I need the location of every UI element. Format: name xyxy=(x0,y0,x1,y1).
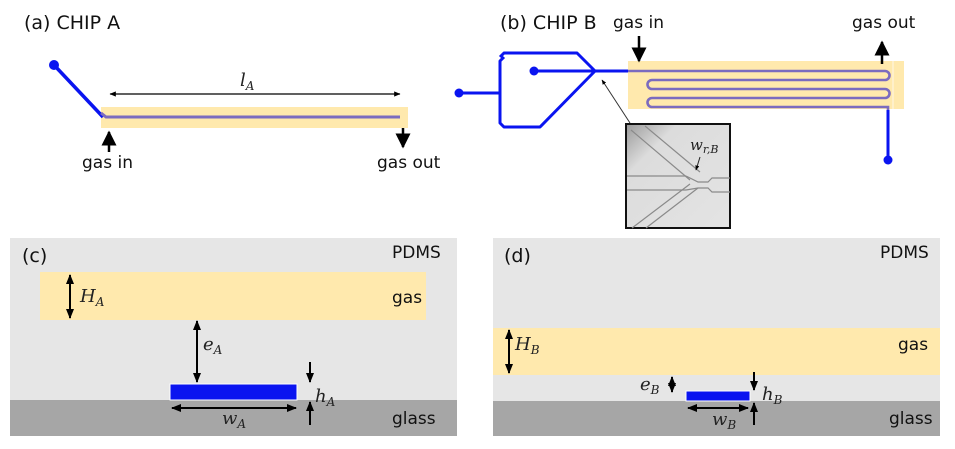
panel-d-cross-section-b: (d) PDMS gas glass HB eB hB wB xyxy=(493,238,940,436)
gas-out-label: gas out xyxy=(852,13,916,33)
pdms-layer xyxy=(493,238,940,401)
pdms-label: PDMS xyxy=(392,243,441,263)
electrode xyxy=(169,383,298,401)
length-label: lA xyxy=(240,70,255,93)
electrode-lead xyxy=(52,63,105,119)
inset-pointer-arrow xyxy=(601,79,631,124)
electrode-width-label: wB xyxy=(712,409,736,432)
inset-width-arrow xyxy=(695,156,701,171)
panel-b-title: (b) CHIP B xyxy=(500,12,597,34)
electrode-width-label: wA xyxy=(222,408,246,431)
electrode-pad xyxy=(49,60,59,70)
electrode-height-label: hA xyxy=(315,386,336,409)
electrode-pad-inner xyxy=(529,66,539,76)
electrode xyxy=(685,390,751,402)
height-gas-label: HA xyxy=(79,286,105,309)
liquid-channel xyxy=(100,111,400,119)
inset-label: wr,B xyxy=(690,136,718,156)
gas-out-label: gas out xyxy=(377,153,441,173)
panel-d-title: (d) xyxy=(504,245,531,267)
gas-channel xyxy=(493,328,940,375)
electrode-network xyxy=(459,51,628,129)
panel-b-chip-b: (b) CHIP B gas in gas out xyxy=(454,12,916,229)
separation-label: eB xyxy=(640,374,660,397)
gas-label: gas xyxy=(392,288,422,308)
height-gas-label: HB xyxy=(514,334,540,357)
electrode-pad-left xyxy=(454,88,464,98)
panel-a-chip-a: (a) CHIP A lA gas in gas out xyxy=(24,12,441,173)
electrode-height-label: hB xyxy=(762,384,783,407)
gas-channel xyxy=(628,61,904,109)
gas-in-label: gas in xyxy=(82,153,133,173)
pdms-label: PDMS xyxy=(880,243,929,263)
separation-label: eA xyxy=(203,334,223,357)
gas-in-label: gas in xyxy=(613,13,664,33)
panel-c-cross-section-a: (c) PDMS gas glass HA eA hA wA xyxy=(10,238,457,436)
inset-micrograph: wr,B xyxy=(625,123,731,229)
gas-label: gas xyxy=(898,335,928,355)
gas-channel xyxy=(40,272,426,320)
glass-label: glass xyxy=(392,409,436,429)
serpentine-channel xyxy=(628,69,891,111)
panel-c-title: (c) xyxy=(22,245,47,267)
panel-a-title: (a) CHIP A xyxy=(24,12,120,34)
glass-label: glass xyxy=(889,409,933,429)
electrode-pad-out xyxy=(883,155,893,165)
